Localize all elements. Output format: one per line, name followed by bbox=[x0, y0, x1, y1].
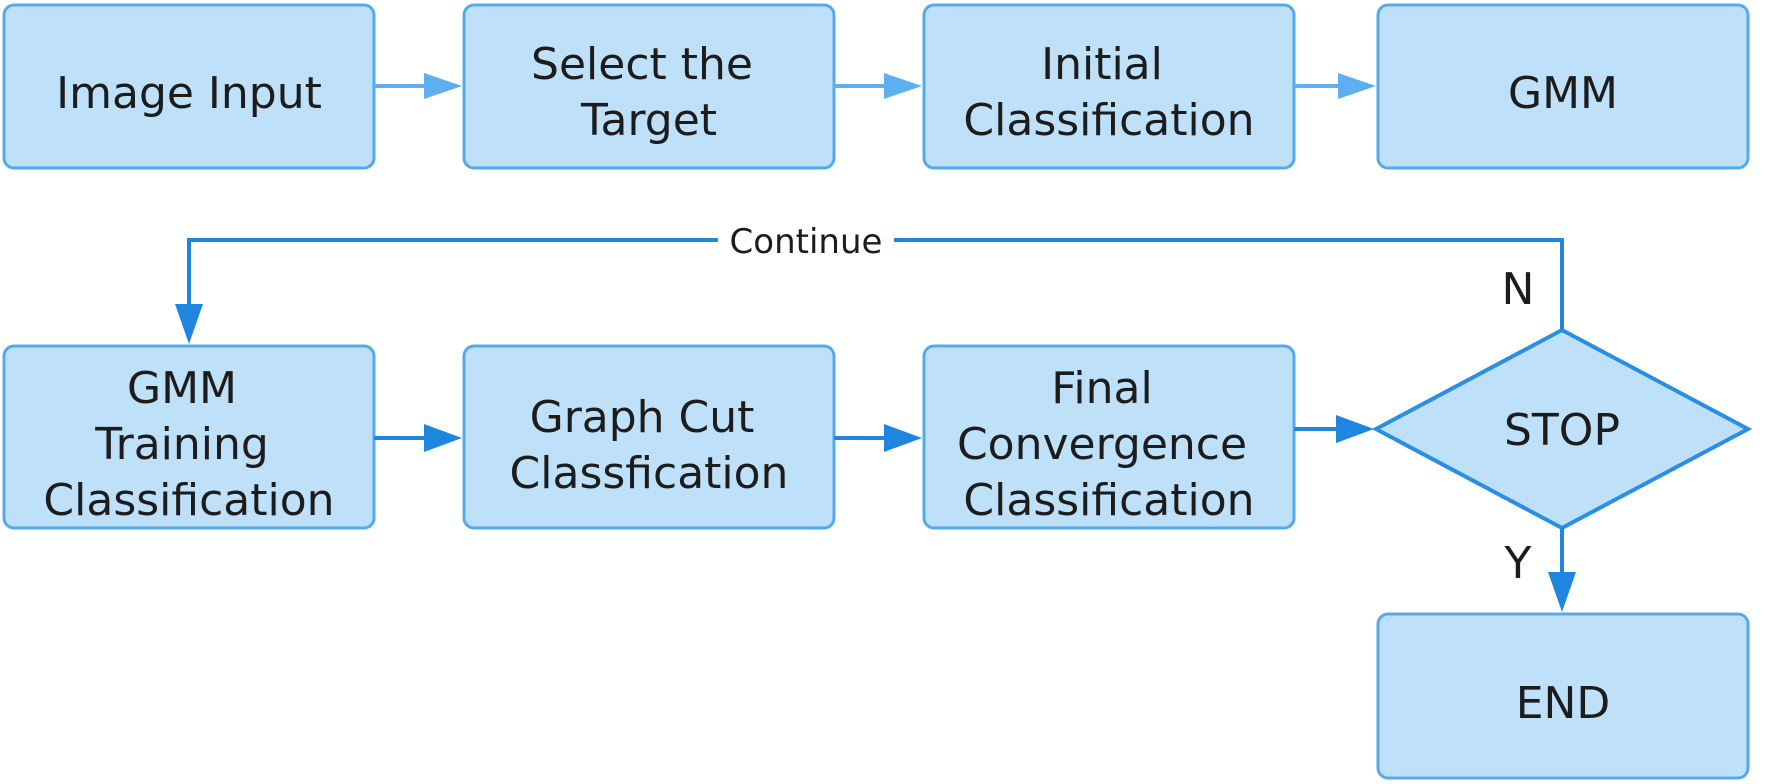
graph-cut-label: Graph Cut Classfication bbox=[510, 392, 789, 499]
arrow-stop-to-end-head bbox=[1548, 572, 1576, 612]
continue-label-bg bbox=[718, 222, 894, 262]
final-convergence-box bbox=[922, 344, 1296, 530]
arrow-training-to-graphcut-head bbox=[424, 424, 462, 452]
continue-label: Continue bbox=[730, 222, 883, 262]
arrow-input-to-select-head bbox=[424, 73, 462, 99]
no-label: N bbox=[1502, 264, 1535, 315]
arrow-select-to-initial-head bbox=[884, 73, 922, 99]
end-box bbox=[1376, 612, 1750, 780]
yes-label: Y bbox=[1504, 538, 1532, 589]
end-label: END bbox=[1516, 678, 1611, 729]
gmm-box bbox=[1376, 3, 1750, 170]
gmm-training-label: GMM Training Classification bbox=[43, 363, 334, 526]
gmm-label: GMM bbox=[1508, 68, 1618, 119]
image-input-label: Image Input bbox=[56, 68, 322, 119]
arrow-final-to-stop-head bbox=[1336, 415, 1374, 443]
final-convergence-label: Final Convergence Classification bbox=[957, 363, 1261, 526]
stop-label: STOP bbox=[1504, 405, 1620, 456]
arrow-continue-loop-head bbox=[175, 304, 203, 344]
stop-decision bbox=[1371, 327, 1753, 531]
initial-classification-label: Initial Classification bbox=[963, 39, 1254, 146]
arrow-initial-to-gmm-head bbox=[1338, 73, 1376, 99]
select-target-label: Select the Target bbox=[531, 39, 767, 146]
arrow-graphcut-to-final-head bbox=[884, 424, 922, 452]
